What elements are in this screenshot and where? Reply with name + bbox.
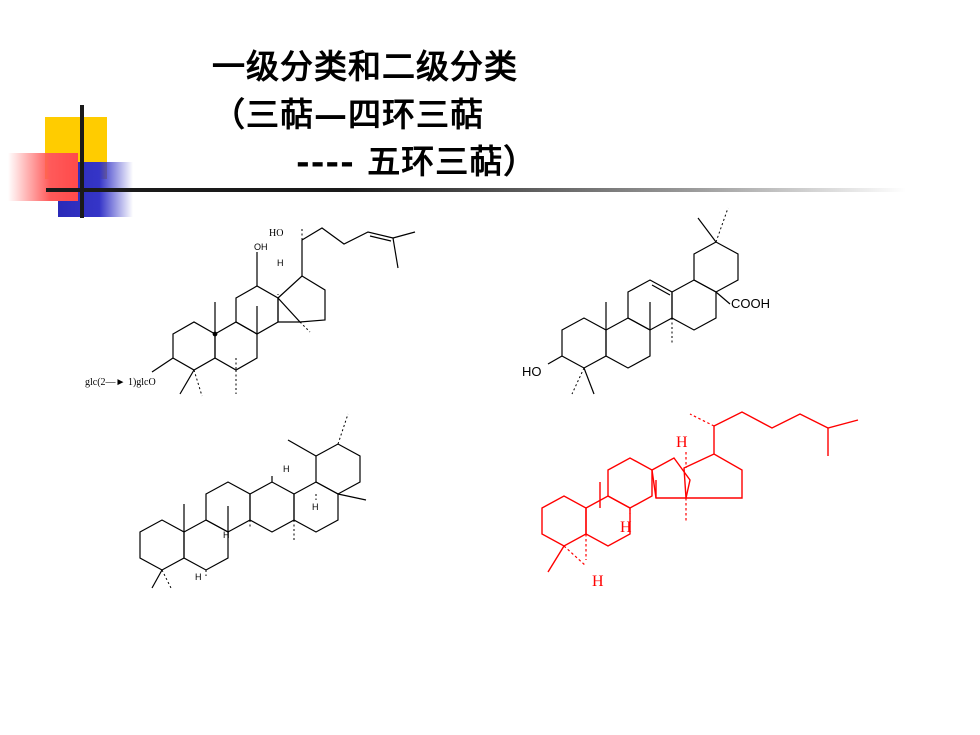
label-ho-sidechain: HO — [269, 228, 283, 239]
label-ho-c3: HO — [522, 364, 542, 379]
label-oh-c12: OH — [254, 242, 268, 252]
label-sugar-chain: glc(2—► 1)glcO — [85, 377, 156, 388]
label-h-c5: H — [195, 572, 202, 582]
ring-a — [172, 321, 216, 371]
slide-title-line3: ---- 五环三萜） — [296, 142, 538, 181]
ring-f — [315, 443, 361, 495]
ring-d — [277, 275, 326, 323]
decor-vertical-line — [80, 105, 84, 218]
label-h-middle: H — [312, 502, 319, 512]
structure-tetracyclic-red — [541, 411, 859, 573]
structure-ginsenoside — [151, 227, 416, 395]
ring-d — [671, 279, 717, 331]
ring-a — [541, 495, 587, 547]
label-cooh: COOH — [731, 296, 770, 311]
decor-red-square — [8, 153, 78, 201]
label-h-top: H — [283, 464, 290, 474]
structure-oleanolic-acid — [547, 217, 739, 395]
ring-d — [249, 481, 295, 533]
label-h-red-top: H — [676, 434, 688, 451]
ring-b — [605, 317, 651, 369]
ring-b — [183, 519, 229, 571]
ring-a — [139, 519, 185, 571]
label-h-red-middle: H — [620, 519, 632, 536]
title-underline — [46, 188, 906, 192]
label-h-red-bottom: H — [592, 573, 604, 590]
slide-title-line2: （三萜—四环三萜 — [212, 95, 484, 134]
slide-title-line1: 一级分类和二级分类 — [212, 47, 518, 86]
label-h-c9: H — [223, 530, 230, 540]
ring-a — [561, 317, 607, 369]
label-h-c17: H — [277, 258, 284, 268]
ring-c — [607, 457, 653, 509]
structure-pentacyclic — [139, 439, 367, 589]
ring-d — [683, 453, 743, 499]
ring-e — [693, 241, 739, 293]
